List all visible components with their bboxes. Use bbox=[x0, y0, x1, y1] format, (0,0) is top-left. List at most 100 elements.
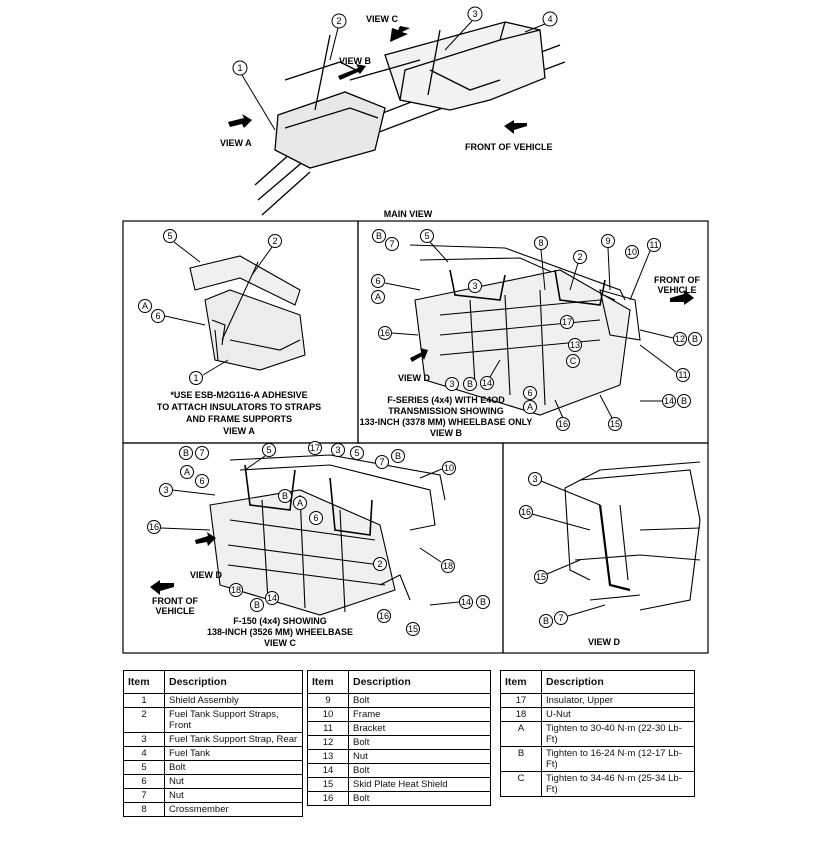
svg-text:B: B bbox=[376, 231, 382, 241]
svg-text:A: A bbox=[297, 498, 303, 508]
view-c-front-line2: VEHICLE bbox=[155, 606, 194, 616]
svg-text:11: 11 bbox=[649, 240, 658, 250]
svg-text:6: 6 bbox=[375, 276, 380, 286]
svg-text:6: 6 bbox=[155, 311, 160, 321]
view-a-note-line1: *USE ESB-M2G116-A ADHESIVE bbox=[170, 390, 307, 400]
exploded-diagram: VIEW C VIEW B VIEW A FRONT OF VEHICLE MA… bbox=[122, 6, 709, 654]
svg-text:A: A bbox=[527, 402, 533, 412]
main-view-callout-text: 1 2 3 4 bbox=[237, 9, 552, 73]
view-b-callouts bbox=[371, 229, 702, 431]
legend-col-item: Item bbox=[500, 670, 542, 694]
svg-text:15: 15 bbox=[408, 624, 418, 634]
svg-text:11: 11 bbox=[678, 370, 687, 380]
callout-4 bbox=[542, 11, 558, 27]
svg-text:10: 10 bbox=[444, 463, 454, 473]
svg-text:2: 2 bbox=[272, 236, 277, 246]
view-a-callout-numbers: 5 2 A 6 1 bbox=[142, 231, 278, 383]
main-view-caption: MAIN VIEW bbox=[384, 209, 433, 219]
legend-header-row: Item Description bbox=[307, 670, 491, 694]
svg-text:6: 6 bbox=[313, 513, 318, 523]
svg-text:3: 3 bbox=[472, 281, 477, 291]
legend-header-row: Item Description bbox=[500, 670, 695, 694]
svg-text:15: 15 bbox=[536, 572, 546, 582]
view-c-label: VIEW C bbox=[366, 14, 399, 24]
view-a-caption: *USE ESB-M2G116-A ADHESIVE TO ATTACH INS… bbox=[157, 390, 321, 436]
svg-text:16: 16 bbox=[558, 419, 568, 429]
svg-text:3: 3 bbox=[163, 485, 168, 495]
svg-text:B: B bbox=[395, 451, 401, 461]
svg-text:17: 17 bbox=[310, 443, 320, 453]
view-c-view-d-label: VIEW D bbox=[190, 570, 223, 580]
svg-text:16: 16 bbox=[380, 328, 390, 338]
view-b-arrow bbox=[338, 64, 366, 80]
view-d-callout-numbers: 3 16 15 B 7 bbox=[521, 474, 564, 626]
view-b-front-line2: VEHICLE bbox=[657, 285, 696, 295]
svg-text:B: B bbox=[467, 379, 473, 389]
svg-text:13: 13 bbox=[570, 340, 580, 350]
view-b-caption-line1: F-SERIES (4x4) WITH E4OD bbox=[387, 395, 505, 405]
view-b-front-arrow bbox=[670, 290, 694, 305]
svg-text:5: 5 bbox=[266, 445, 271, 455]
callout-3-text: 3 bbox=[472, 9, 477, 19]
view-c-labels: VIEW D FRONT OF VEHICLE F-150 (4x4) SHOW… bbox=[152, 570, 353, 648]
svg-text:14: 14 bbox=[664, 396, 674, 406]
svg-text:B: B bbox=[681, 396, 687, 406]
main-view bbox=[254, 21, 566, 216]
svg-text:3: 3 bbox=[449, 379, 454, 389]
callout-1 bbox=[232, 60, 248, 76]
main-view-callouts bbox=[232, 6, 558, 131]
svg-text:16: 16 bbox=[379, 611, 389, 621]
svg-text:7: 7 bbox=[199, 448, 204, 458]
svg-text:3: 3 bbox=[335, 445, 340, 455]
legend-col-item: Item bbox=[123, 670, 165, 694]
svg-text:18: 18 bbox=[443, 561, 453, 571]
legend-col-description: Description bbox=[348, 670, 491, 694]
main-view-labels: VIEW C VIEW B VIEW A FRONT OF VEHICLE MA… bbox=[220, 14, 553, 219]
svg-text:B: B bbox=[183, 448, 189, 458]
front-arrow bbox=[504, 120, 527, 134]
view-c-callouts bbox=[147, 441, 490, 636]
main-view-arrows bbox=[228, 26, 527, 134]
svg-text:14: 14 bbox=[461, 597, 471, 607]
svg-text:5: 5 bbox=[167, 231, 172, 241]
svg-text:B: B bbox=[692, 334, 698, 344]
view-c-arrow bbox=[390, 26, 410, 42]
svg-text:B: B bbox=[480, 597, 486, 607]
view-d-caption: VIEW D bbox=[588, 637, 621, 647]
svg-text:5: 5 bbox=[424, 231, 429, 241]
view-c-caption-text: VIEW C bbox=[264, 638, 297, 648]
svg-text:18: 18 bbox=[231, 585, 241, 595]
view-b-caption-text: VIEW B bbox=[430, 428, 463, 438]
svg-text:9: 9 bbox=[605, 236, 610, 246]
view-b-label: VIEW B bbox=[339, 56, 372, 66]
view-c-front-arrow bbox=[150, 580, 174, 595]
svg-text:16: 16 bbox=[521, 507, 531, 517]
view-c-drawing bbox=[209, 454, 446, 616]
view-d-drawing bbox=[564, 461, 701, 611]
svg-text:15: 15 bbox=[610, 419, 620, 429]
view-c-front-line1: FRONT OF bbox=[152, 596, 198, 606]
